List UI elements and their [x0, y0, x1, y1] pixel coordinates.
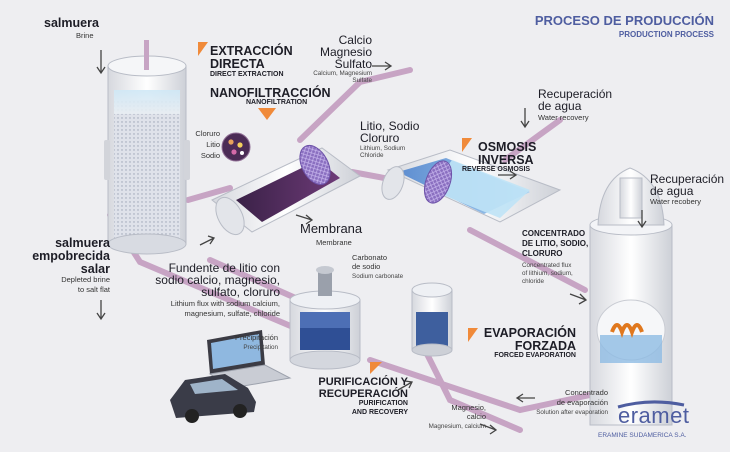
solution-after-evap-label: Solution after evaporation	[536, 409, 608, 416]
header-subtitle: PRODUCTION PROCESS	[618, 30, 714, 39]
orange-accents	[198, 42, 478, 374]
recuperacion-1-label-2: de agua	[538, 99, 582, 113]
purificacion-label-1: PURIFICACIÓN Y	[318, 376, 408, 388]
carbonato-label-2: de sodio	[352, 262, 381, 271]
pipe-to-magnesio	[417, 337, 523, 433]
pipe-evap-to-purif	[367, 357, 593, 414]
extraccion-label-1: EXTRACCIÓN	[210, 44, 293, 58]
fundente-label-3: sulfato, cloruro	[201, 285, 280, 299]
eramet-logo-sub: ERAMINE SUDAMERICA S.A.	[598, 432, 687, 439]
concentrado-label-1: CONCENTRADO	[522, 229, 586, 238]
cloruro-label: Cloruro	[360, 131, 400, 145]
salmuera-empobrecida-2: empobrecida	[32, 249, 110, 263]
brine-tower	[104, 40, 190, 255]
concentrado-evap-label-1: Concentrado	[565, 388, 608, 397]
sodium-carbonate-label: Sodium carbonate	[352, 273, 404, 280]
membrana-label: Membrana	[300, 221, 363, 236]
fundente-label-2: sodio calcio, magnesio,	[155, 273, 280, 287]
concentrated-flux-label-2: of lithium, sodium,	[522, 270, 573, 277]
ion-cloruro-label: Cloruro	[195, 129, 220, 138]
nanofiltration-cylinder	[211, 144, 361, 236]
lithium-sodium-label: Lithium, Sodium	[360, 145, 406, 152]
eramet-logo-mark	[617, 400, 685, 409]
salmuera-label: salmuera	[44, 16, 99, 30]
pipe-flux	[207, 257, 303, 303]
lithium-flux-label-2: magnesium, sulfate, chloride	[184, 309, 280, 318]
purification-label-2: AND RECOVERY	[351, 409, 408, 416]
precipitacion-label: Precipitación	[235, 333, 278, 342]
depleted-brine-label-1: Depleted brine	[61, 275, 110, 284]
depleted-brine-label-2: to salt flat	[77, 285, 110, 294]
sulfato-label: Sulfato	[334, 57, 372, 71]
evaporacion-label-1: EVAPORACIÓN	[483, 326, 576, 340]
calcio-label: Calcio	[338, 33, 372, 47]
purification-vessel	[289, 266, 361, 370]
direct-extraction-label: DIRECT EXTRACTION	[210, 71, 284, 78]
recuperacion-2-label-1: Recuperación	[650, 172, 725, 186]
pipe-ro-water	[502, 117, 563, 163]
concentrated-flux-label-1: Concentrated flux	[522, 262, 572, 269]
concentrado-label-3: CLORURO	[522, 249, 563, 258]
ion-litio-label: Litio	[206, 140, 220, 149]
reverse-osmosis-cylinder	[381, 149, 562, 223]
ion-legend-circle	[221, 132, 251, 162]
nanofiltration-label: NANOFILTRATION	[246, 99, 308, 106]
water-recovery-1-label: Water recovery	[538, 113, 589, 122]
purification-label-1: PURIFICATION	[358, 400, 408, 407]
precipitation-label: Precipitation	[243, 344, 278, 351]
lithium-flux-label-1: Lithium flux with sodium calcium,	[170, 299, 280, 308]
header-title: PROCESO DE PRODUCCIÓN	[534, 13, 714, 28]
filter-vessel	[411, 282, 453, 357]
concentrado-label-2: DE LITIO, SODIO,	[522, 239, 589, 248]
calcium-magnesium-label: Calcium, Magnesium	[313, 70, 372, 77]
eramet-logo-text: eramet	[618, 403, 690, 428]
evaporacion-label-2: FORZADA	[514, 339, 576, 353]
concentrated-flux-label-3: chloride	[522, 278, 545, 285]
membrane-label: Membrane	[316, 238, 352, 247]
ion-sodio-label: Sodio	[200, 151, 220, 160]
purificacion-label-2: RECUPERACIÓN	[318, 388, 408, 400]
brine-label: Brine	[76, 31, 94, 40]
recuperacion-2-label-2: de agua	[650, 184, 694, 198]
magnesio-label: Magnesio	[319, 45, 372, 59]
concentrado-evap-label-2: de evaporación	[556, 398, 608, 407]
pipe-calcium-up	[297, 67, 413, 143]
reverse-osmosis-label: REVERSE OSMOSIS	[462, 166, 531, 173]
sulfate-label: Sulfate	[352, 77, 372, 84]
salmuera-empobrecida-3: salar	[80, 262, 110, 276]
recuperacion-1-label-1: Recuperación	[538, 87, 613, 101]
chloride-label: Chloride	[360, 152, 384, 159]
fundente-label-1: Fundente de litio con	[168, 261, 280, 275]
osmosis-label-1: OSMOSIS	[478, 140, 537, 154]
extraccion-label-2: DIRECTA	[210, 57, 265, 71]
litio-sodio-label: Litio, Sodio	[360, 119, 420, 133]
carbonato-label-1: Carbonato	[352, 253, 388, 262]
water-recovery-2-label: Water recobery	[650, 197, 701, 206]
osmosis-label-2: INVERSA	[478, 153, 534, 167]
magnesio-calcio-label-2: calcio	[466, 412, 486, 421]
forced-evaporation-label: FORCED EVAPORATION	[494, 352, 576, 359]
car-illustration	[170, 374, 256, 423]
evaporation-tower	[589, 167, 673, 426]
magnesio-calcio-label-1: Magnesio,	[451, 403, 486, 412]
salmuera-empobrecida-1: salmuera	[55, 236, 110, 250]
flow-arrows	[96, 50, 647, 435]
magnesium-calcium-label: Magnesium, calcium	[428, 423, 486, 430]
pipe-ro-to-evap	[467, 227, 588, 293]
pipe-brine-to-nano	[185, 185, 233, 203]
nanofiltracion-label: NANOFILTRACCIÓN	[210, 86, 331, 100]
